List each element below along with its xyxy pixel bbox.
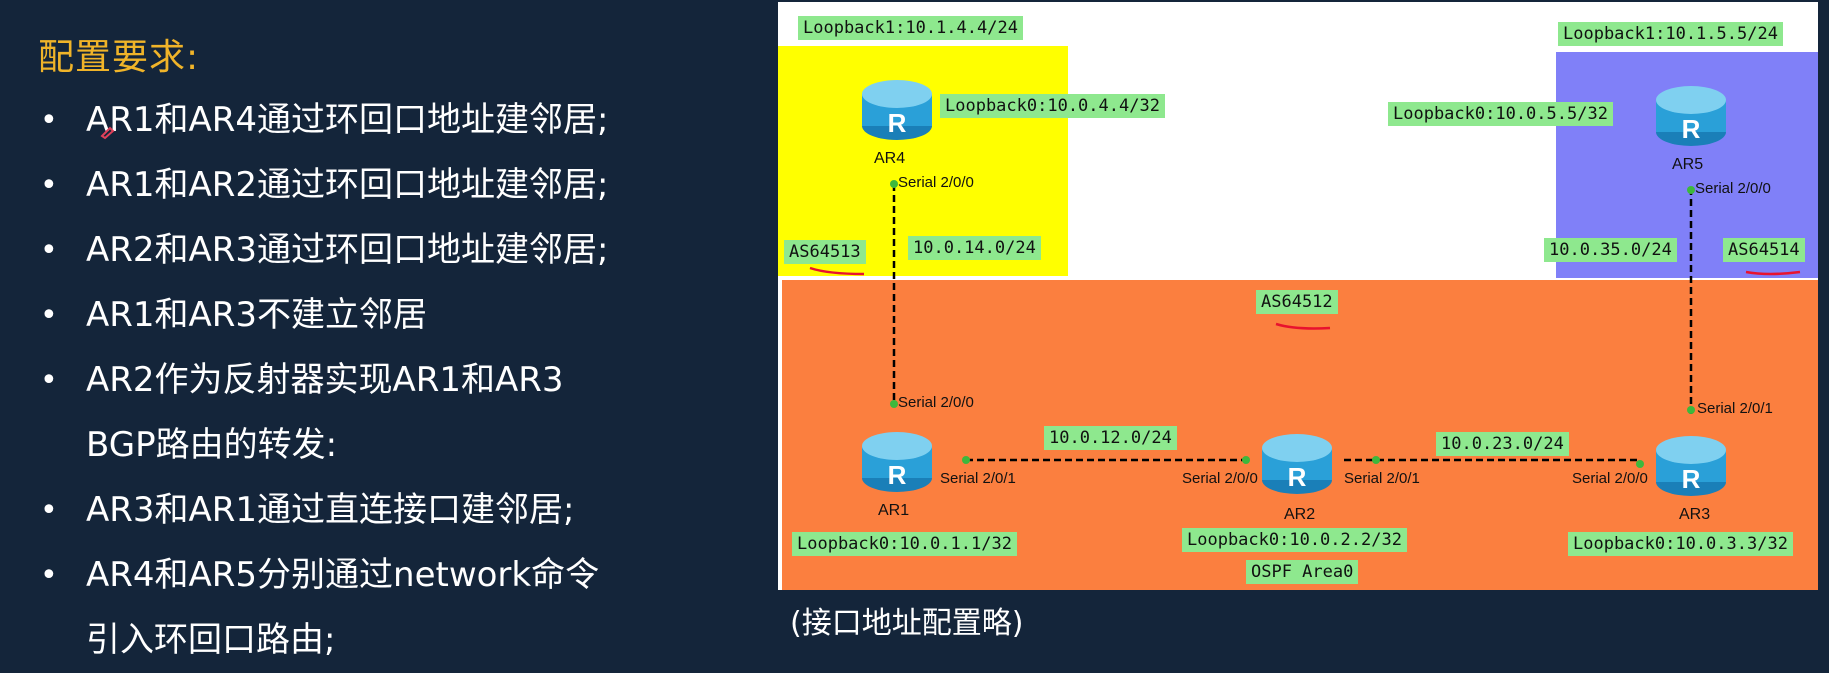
router-name-ar4: AR4 (874, 150, 906, 167)
label-ar4-loopback0: Loopback0:10.0.4.4/32 (940, 94, 1165, 118)
annotation-underline (1745, 270, 1801, 276)
label-ospf-area0: OSPF Area0 (1246, 560, 1359, 584)
ar3-port-dot-left (1636, 460, 1644, 468)
router-letter: R (1682, 464, 1701, 494)
requirement-text: BGP路由的转发: (86, 425, 338, 465)
requirement-item: • AR1和AR4通过环回口地址建邻居; (38, 88, 608, 153)
annotation-underline (809, 266, 865, 276)
router-letter: R (888, 108, 907, 138)
requirement-text: AR1和AR4通过环回口地址建邻居; (86, 100, 609, 140)
iface-ar3-s201: Serial 2/0/1 (1697, 400, 1773, 417)
label-as64514: AS64514 (1723, 238, 1805, 262)
router-name-ar3: AR3 (1679, 506, 1711, 523)
requirement-item: • AR1和AR3不建立邻居 (38, 283, 608, 348)
annotation-underline (1275, 322, 1331, 330)
router-icon: R (862, 432, 932, 492)
bullet-icon: • (40, 363, 58, 398)
requirement-item: • AR1和AR2通过环回口地址建邻居; (38, 153, 608, 218)
requirement-text: AR2和AR3通过环回口地址建邻居; (86, 230, 609, 270)
iface-ar2-s200: Serial 2/0/0 (1182, 470, 1258, 487)
label-ar5-loopback1: Loopback1:10.1.5.5/24 (1558, 22, 1783, 46)
router-letter: R (888, 460, 907, 490)
iface-ar1-s201: Serial 2/0/1 (940, 470, 1016, 487)
iface-ar3-s200: Serial 2/0/0 (1572, 470, 1648, 487)
router-name-ar5: AR5 (1672, 156, 1704, 173)
ar5-port-dot (1687, 186, 1695, 194)
requirements-list: • AR1和AR4通过环回口地址建邻居; • AR1和AR2通过环回口地址建邻居; • A… (38, 88, 608, 673)
label-as64512: AS64512 (1256, 290, 1338, 314)
router-icon: R (1656, 86, 1726, 146)
label-ar1-loopback0: Loopback0:10.0.1.1/32 (792, 532, 1017, 556)
label-as64513: AS64513 (784, 240, 866, 264)
requirement-item: • AR3和AR1通过直连接口建邻居; (38, 478, 608, 543)
router-name-ar1: AR1 (878, 502, 910, 519)
label-ar3-loopback0: Loopback0:10.0.3.3/32 (1568, 532, 1793, 556)
iface-ar4-s200: Serial 2/0/0 (898, 174, 974, 191)
label-net-23: 10.0.23.0/24 (1436, 432, 1569, 456)
pen-cursor-icon (100, 126, 115, 140)
requirement-item: • AR4和AR5分别通过network命令引入环回口路由; (38, 543, 608, 673)
ar4-port-dot (890, 180, 898, 188)
label-ar5-loopback0: Loopback0:10.0.5.5/32 (1388, 102, 1613, 126)
bullet-icon: • (40, 233, 58, 268)
iface-ar2-s201: Serial 2/0/1 (1344, 470, 1420, 487)
label-net-14: 10.0.14.0/24 (908, 236, 1041, 260)
router-letter: R (1682, 114, 1701, 144)
bullet-icon: • (40, 298, 58, 333)
requirement-text: AR4和AR5分别通过network命令 (86, 555, 600, 595)
diagram-caption: (接口地址配置略) (790, 606, 1024, 641)
requirement-text: AR3和AR1通过直连接口建邻居; (86, 490, 575, 530)
requirement-text: AR1和AR2通过环回口地址建邻居; (86, 165, 609, 205)
bullet-icon: • (40, 168, 58, 203)
bullet-icon: • (40, 493, 58, 528)
label-net-12: 10.0.12.0/24 (1044, 426, 1177, 450)
ar2-port-dot-right (1372, 456, 1380, 464)
router-icon: R (1656, 436, 1726, 496)
iface-ar5-s200: Serial 2/0/0 (1695, 180, 1771, 197)
ar3-port-dot-top (1687, 406, 1695, 414)
label-ar2-loopback0: Loopback0:10.0.2.2/32 (1182, 528, 1407, 552)
ar2-port-dot-left (1242, 456, 1250, 464)
router-icon: R (1262, 434, 1332, 494)
label-ar4-loopback1: Loopback1:10.1.4.4/24 (798, 16, 1023, 40)
bullet-icon: • (40, 558, 58, 593)
ar1-port-dot-top (890, 400, 898, 408)
requirements-title: 配置要求: (38, 37, 200, 78)
router-letter: R (1288, 462, 1307, 492)
ar1-port-dot-right (962, 456, 970, 464)
requirement-text: 引入环回口路由; (86, 620, 336, 660)
requirement-text: AR2作为反射器实现AR1和AR3 (86, 360, 564, 400)
iface-ar1-s200: Serial 2/0/0 (898, 394, 974, 411)
requirement-item: • AR2和AR3通过环回口地址建邻居; (38, 218, 608, 283)
requirements-panel: 配置要求: • AR1和AR4通过环回口地址建邻居; • AR1和AR2通过环回口地址… (0, 0, 770, 660)
label-net-35: 10.0.35.0/24 (1544, 238, 1677, 262)
requirement-text: AR1和AR3不建立邻居 (86, 295, 428, 335)
topology-links (892, 184, 1693, 462)
bullet-icon: • (40, 103, 58, 138)
router-name-ar2: AR2 (1284, 506, 1316, 523)
router-icon: R (862, 80, 932, 140)
topology-diagram: R R R R R AR4 AR5 AR1 AR2 AR3 Serial 2/0… (778, 2, 1818, 590)
